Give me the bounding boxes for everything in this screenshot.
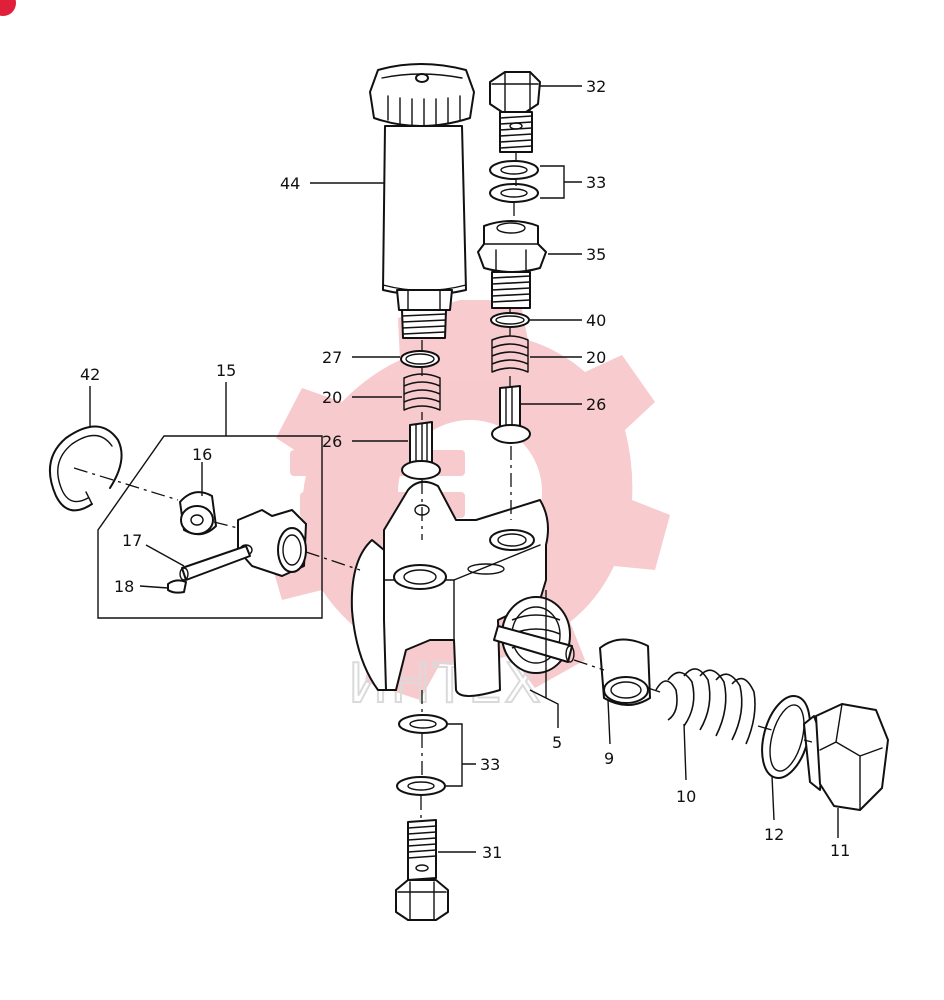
part-33-washers-bottom [396,714,448,796]
part-35-holder [477,220,547,309]
label-12: 12 [764,825,784,844]
label-11: 11 [830,841,850,860]
label-32: 32 [586,77,606,96]
label-16: 16 [192,445,212,464]
label-35: 35 [586,245,606,264]
part-15-assembly [97,435,323,619]
label-44: 44 [280,174,300,193]
part-16-roller [179,491,217,536]
part-33-washers-top [489,160,539,203]
part-26-valve-left [401,421,441,480]
label-18: 18 [114,577,134,596]
part-42-circlip [49,425,123,512]
label-20-right: 20 [586,348,606,367]
label-10: 10 [676,787,696,806]
label-26-right: 26 [586,395,606,414]
label-27: 27 [322,348,342,367]
part-9-sleeve [599,638,651,706]
part-labels: 32 33 35 40 20 26 44 27 20 26 42 15 16 1… [80,77,850,862]
label-42: 42 [80,365,100,384]
corner-badge-icon [0,0,16,16]
part-17-pin [179,545,251,581]
label-40: 40 [586,311,606,330]
part-12-washer [761,695,811,779]
part-44-filter-cup [369,63,475,339]
label-17: 17 [122,531,142,550]
part-15-tappet [237,509,307,577]
label-20-left: 20 [322,388,342,407]
leader-lines [89,85,839,853]
center-lines [73,152,813,820]
label-15: 15 [216,361,236,380]
part-40-ring [490,312,530,328]
part-11-plug [803,703,889,811]
part-18-clip [167,579,187,594]
label-9: 9 [604,749,614,768]
part-31-bolt [395,819,449,921]
label-33-bottom: 33 [480,755,500,774]
label-33-top: 33 [586,173,606,192]
part-10-spring [655,668,756,745]
label-5: 5 [552,733,562,752]
corner-badge [0,0,16,16]
part-27-ring [400,350,440,368]
label-31: 31 [482,843,502,862]
label-26-left: 26 [322,432,342,451]
part-26-valve-right [491,385,531,444]
part-5-pump-body [350,480,571,697]
part-5-shaft [493,625,575,663]
part-32-bolt [489,71,541,153]
